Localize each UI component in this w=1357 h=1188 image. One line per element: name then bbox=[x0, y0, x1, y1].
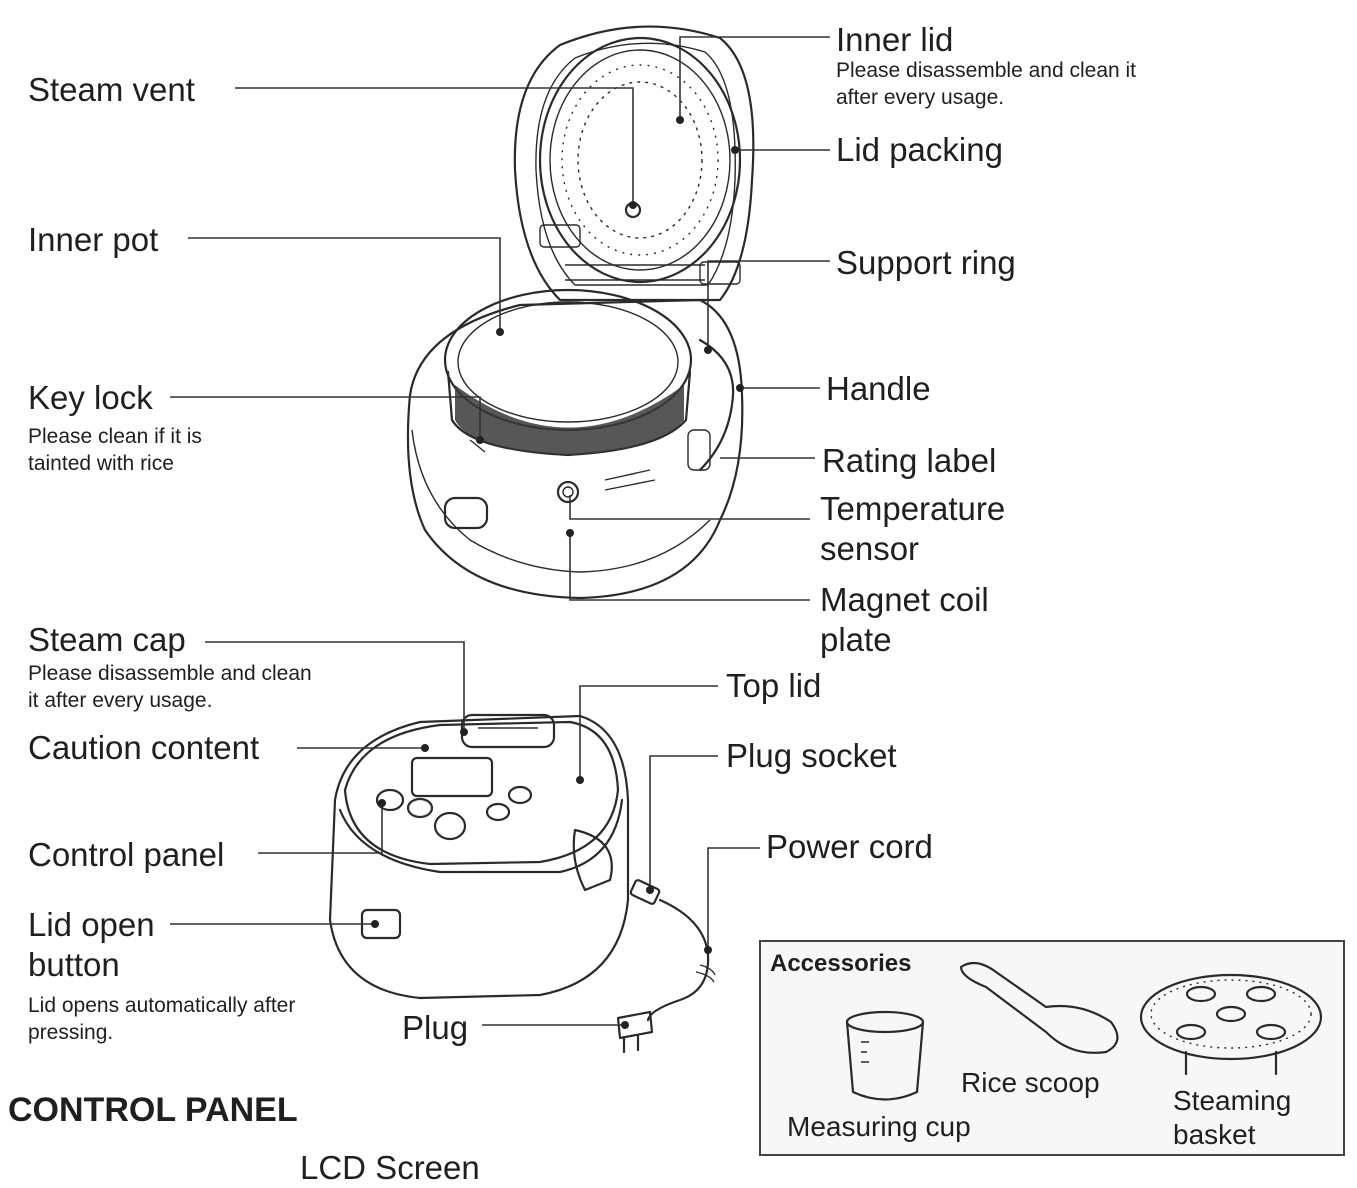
lcd-screen-shape bbox=[410, 756, 494, 798]
label-inner-pot: Inner pot bbox=[28, 221, 159, 258]
plug-shape bbox=[616, 1010, 654, 1040]
inner-lid-note: Please disassemble and clean it after ev… bbox=[836, 59, 1137, 109]
label-steam-vent: Steam vent bbox=[28, 71, 195, 108]
section-heading-control-panel: CONTROL PANEL bbox=[8, 1091, 298, 1129]
label-support-ring: Support ring bbox=[836, 244, 1016, 281]
label-magnet-coil-plate: Magnet coil plate bbox=[820, 581, 989, 658]
cooker-body bbox=[406, 298, 744, 600]
lid-packing-ring bbox=[549, 49, 731, 271]
label-rating-label: Rating label bbox=[822, 442, 997, 479]
accessories-artwork bbox=[845, 961, 1323, 1101]
open-cooker-illustration bbox=[406, 25, 755, 600]
label-inner-lid: Inner lid bbox=[836, 21, 954, 58]
cut-off-lcd-screen-label: LCD Screen bbox=[300, 1149, 480, 1186]
steaming-basket-icon bbox=[1139, 973, 1323, 1076]
rice-scoop-icon bbox=[959, 961, 1119, 1054]
accessory-steaming-basket: Steaming basket bbox=[1173, 1085, 1292, 1150]
handle-shape bbox=[698, 338, 735, 472]
accessories-title: Accessories bbox=[770, 950, 912, 977]
leader-lines bbox=[170, 36, 830, 1029]
label-temperature-sensor: Temperature sensor bbox=[820, 490, 1006, 567]
label-plug-socket: Plug socket bbox=[726, 737, 897, 774]
inner-lid-disc bbox=[538, 36, 742, 284]
steam-cap-note: Please disassemble and clean it after ev… bbox=[28, 662, 312, 712]
closed-cooker-illustration bbox=[328, 713, 630, 1000]
accessory-measuring-cup: Measuring cup bbox=[787, 1111, 971, 1142]
label-lid-packing: Lid packing bbox=[836, 131, 1003, 168]
label-key-lock: Key lock bbox=[28, 379, 153, 416]
temperature-sensor-shape bbox=[556, 480, 580, 504]
key-lock-note: Please clean if it is tainted with rice bbox=[28, 425, 202, 475]
accessories-panel: Accessories Mea bbox=[759, 940, 1345, 1156]
closed-cooker-body bbox=[328, 714, 630, 1000]
label-lid-open-button: Lid open button bbox=[28, 906, 155, 983]
open-lid-shell bbox=[513, 25, 755, 302]
power-cord-illustration bbox=[616, 879, 716, 1054]
label-power-cord: Power cord bbox=[766, 828, 933, 865]
plug-socket-connector bbox=[629, 879, 661, 905]
front-button-shape bbox=[443, 496, 489, 530]
label-control-panel: Control panel bbox=[28, 836, 225, 873]
lid-open-note: Lid opens automatically after pressing. bbox=[28, 994, 296, 1044]
label-plug: Plug bbox=[402, 1009, 469, 1046]
measuring-cup-icon bbox=[845, 1010, 925, 1101]
label-caution-content: Caution content bbox=[28, 729, 260, 766]
label-steam-cap: Steam cap bbox=[28, 621, 186, 658]
accessory-rice-scoop: Rice scoop bbox=[961, 1067, 1100, 1098]
label-top-lid: Top lid bbox=[726, 667, 822, 704]
closed-top-lid bbox=[343, 720, 620, 866]
cord-line bbox=[646, 898, 710, 1022]
label-handle: Handle bbox=[826, 370, 931, 407]
